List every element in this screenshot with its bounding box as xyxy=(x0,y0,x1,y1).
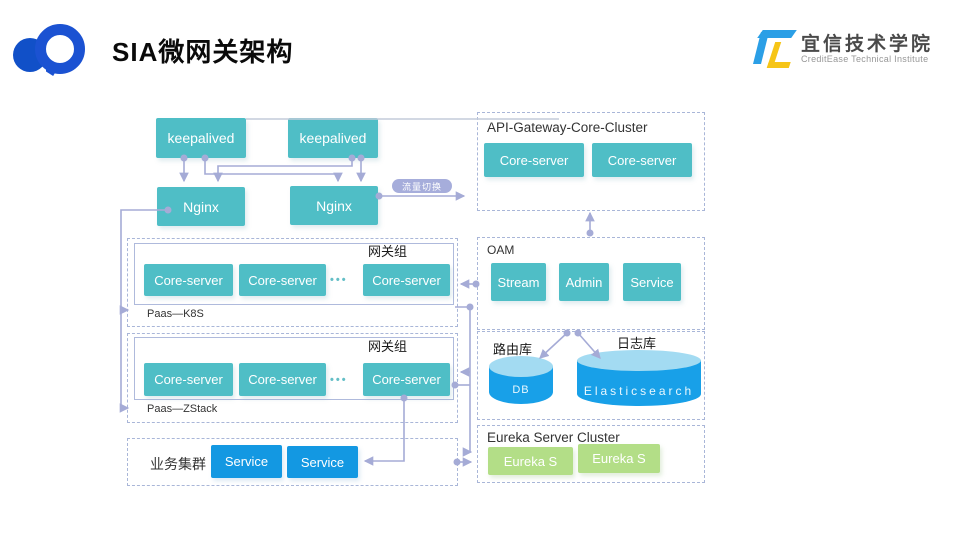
node-gw2-core-server-1: Core-server xyxy=(144,363,233,396)
slide-logo-ring xyxy=(35,24,85,74)
panel-api-cluster-title: API-Gateway-Core-Cluster xyxy=(487,120,648,135)
node-oam-service: Service xyxy=(623,263,681,301)
node-gw1-core-server-3: Core-server xyxy=(363,264,450,296)
node-gw2-core-server-3: Core-server xyxy=(363,363,450,396)
traffic-switch-badge: 流量切换 xyxy=(392,179,452,193)
panel-api-cluster xyxy=(477,112,705,211)
gw1-ellipsis: ••• xyxy=(330,274,348,286)
log-db-cylinder: Elasticsearch xyxy=(577,350,701,406)
node-gw1-core-server-2: Core-server xyxy=(239,264,326,296)
slide-logo-tail xyxy=(46,66,59,76)
org-subtitle: CreditEase Technical Institute xyxy=(801,54,929,64)
node-oam-admin: Admin xyxy=(559,263,609,301)
org-name: 宜信技术学院 xyxy=(801,34,934,55)
node-keepalived-1: keepalived xyxy=(156,118,246,158)
gateway-group-2-title: 网关组 xyxy=(368,339,408,354)
panel-storage xyxy=(477,331,705,420)
node-nginx-2: Nginx xyxy=(290,186,378,225)
node-eureka-server-2: Eureka S xyxy=(578,444,660,473)
node-oam-stream: Stream xyxy=(491,263,546,301)
org-logo-icon-leg xyxy=(753,32,769,64)
node-gw1-core-server-1: Core-server xyxy=(144,264,233,296)
line-kp2-nginx1 xyxy=(213,158,353,183)
page-title: SIA微网关架构 xyxy=(112,37,294,67)
routing-db-caption: 路由库 xyxy=(493,342,533,357)
routing-db-top xyxy=(489,356,553,377)
gateway-group-1-platform: Paas—K8S xyxy=(147,308,204,320)
routing-db-cylinder: DB xyxy=(489,356,553,404)
routing-db-label: DB xyxy=(512,384,530,396)
node-nginx-1: Nginx xyxy=(157,187,245,226)
gw2-ellipsis: ••• xyxy=(330,374,348,386)
node-gw2-core-server-2: Core-server xyxy=(239,363,326,396)
panel-eureka xyxy=(477,425,705,483)
node-keepalived-2: keepalived xyxy=(288,118,378,158)
panel-oam-title: OAM xyxy=(487,243,515,257)
log-db-caption: 日志库 xyxy=(617,336,657,351)
log-db-top xyxy=(577,350,701,371)
node-eureka-server-1: Eureka S xyxy=(488,447,573,475)
node-biz-service-1: Service xyxy=(211,445,282,478)
node-api-core-server-2: Core-server xyxy=(592,143,692,177)
panel-eureka-title: Eureka Server Cluster xyxy=(487,430,620,445)
gateway-group-1-title: 网关组 xyxy=(368,244,408,259)
biz-cluster-title: 业务集群 xyxy=(150,456,206,472)
node-biz-service-2: Service xyxy=(287,446,358,478)
org-logo-icon-c xyxy=(766,42,798,68)
line-kp1-nginx2 xyxy=(204,158,343,183)
log-db-label: Elasticsearch xyxy=(583,384,695,398)
gateway-group-2-platform: Paas—ZStack xyxy=(147,403,218,415)
node-api-core-server-1: Core-server xyxy=(484,143,584,177)
